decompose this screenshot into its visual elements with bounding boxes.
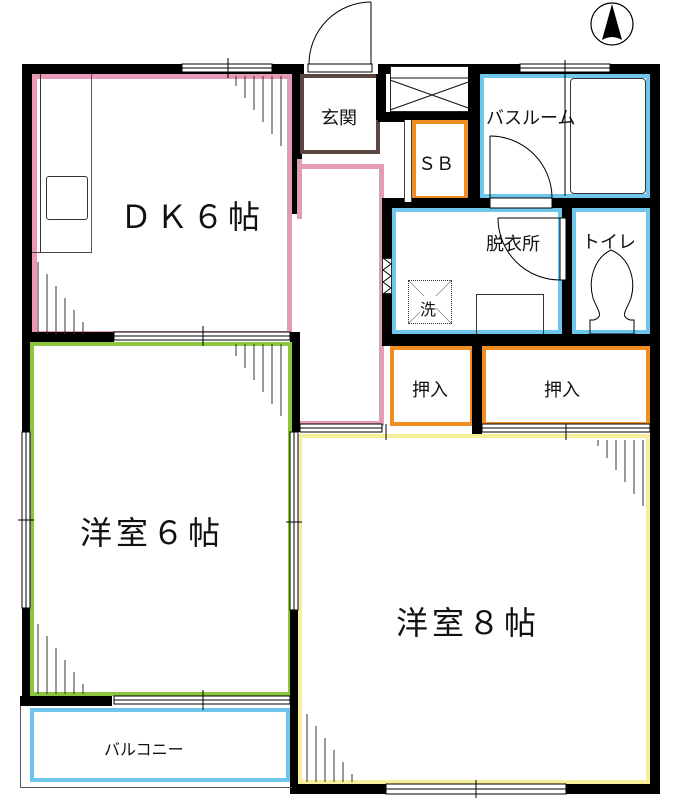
dk-partition-wall: [292, 74, 302, 214]
kitchen-counter: [40, 74, 92, 252]
outer-wall-top-left: [22, 64, 304, 74]
room-western-6: [30, 342, 292, 696]
room-label-closet-2: 押入: [544, 380, 580, 401]
north-arrow-icon: [590, 2, 634, 46]
room-label-western-8: 洋室８帖: [396, 604, 541, 642]
room-label-closet-1: 押入: [412, 380, 448, 401]
room-label-western-6: 洋室６帖: [80, 514, 225, 552]
room-toilet: [572, 208, 650, 334]
room-entrance: [300, 74, 380, 154]
room-label-toilet: トイレ: [582, 232, 636, 253]
vanity: [476, 294, 544, 334]
outer-wall-left: [22, 64, 32, 704]
room-label-dk: ＤＫ６帖: [120, 198, 265, 236]
room-label-entrance: 玄関: [321, 108, 357, 129]
room-sb: [412, 120, 468, 200]
bathtub: [570, 78, 646, 194]
kitchen-sink: [46, 176, 88, 220]
room-dk-corridor: [292, 164, 384, 426]
outer-wall-top-right: [378, 64, 658, 74]
balcony-outline: [20, 706, 292, 788]
accordion-door-icon: [382, 257, 392, 295]
toilet-icon: [589, 249, 635, 335]
room-closet-2: [482, 346, 650, 426]
room-western-8: [298, 434, 650, 784]
room-balcony: [30, 708, 290, 782]
room-label-dressing: 脱衣所: [486, 234, 540, 255]
entrance-door-icon: [307, 1, 373, 73]
room-label-sb: ＳＢ: [418, 154, 454, 175]
outer-wall-right: [650, 64, 660, 794]
room-label-balcony: バルコニー: [104, 740, 184, 759]
room-label-bathroom: バスルーム: [486, 108, 576, 129]
room-label-washer: 洗: [420, 296, 437, 320]
